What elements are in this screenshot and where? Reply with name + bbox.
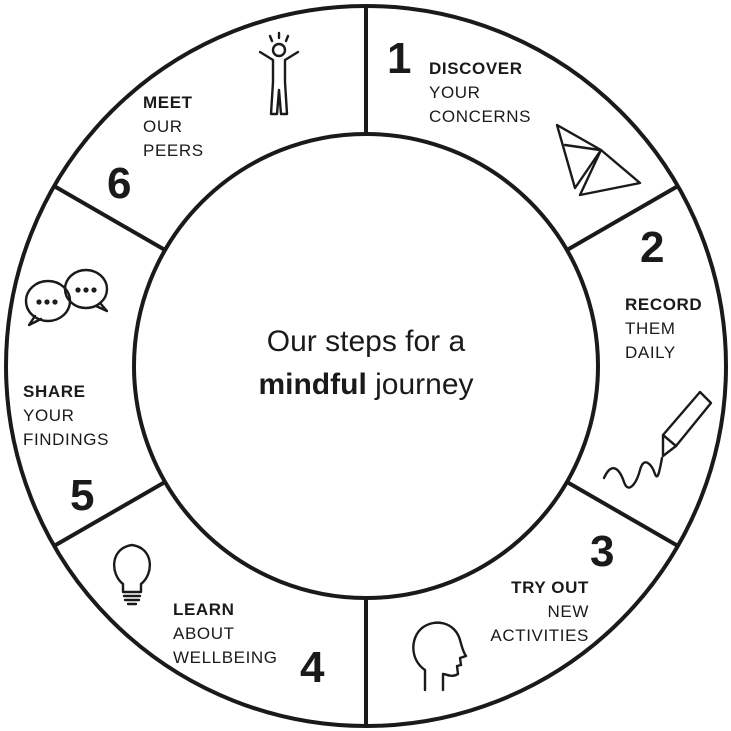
step-line2-1: YOUR (429, 83, 481, 102)
segment-divider (53, 184, 166, 252)
step-line2-5: YOUR (23, 406, 75, 425)
paper-airplane-icon (555, 123, 642, 197)
center-title: Our steps for a mindful journey (206, 320, 526, 406)
step-label-1: DISCOVER YOUR CONCERNS (429, 57, 531, 129)
segment-divider (566, 184, 679, 252)
step-number-2: 2 (640, 223, 665, 272)
pencil-icon (602, 390, 713, 489)
step-number-3: 3 (590, 527, 615, 576)
step-line2-6: OUR (143, 117, 183, 136)
step-number-4: 4 (300, 643, 325, 692)
step-line3-2: DAILY (625, 343, 676, 362)
step-line3-4: WELLBEING (173, 648, 278, 667)
step-line3-5: FINDINGS (23, 430, 110, 449)
center-title-rest: journey (375, 368, 474, 401)
step-line3-3: ACTIVITIES (490, 626, 589, 645)
step-number-6: 6 (107, 159, 132, 208)
step-line3-6: PEERS (143, 141, 204, 160)
speech-bubbles-icon (24, 268, 109, 327)
person-icon (258, 31, 300, 116)
lightbulb-icon (112, 543, 152, 606)
step-title-2: RECORD (625, 295, 703, 314)
center-title-line2: mindful journey (206, 363, 526, 406)
step-line2-2: THEM (625, 319, 676, 338)
step-label-4: LEARN ABOUT WELLBEING (173, 598, 278, 670)
step-number-5: 5 (70, 471, 95, 520)
step-label-5: SHARE YOUR FINDINGS (23, 380, 109, 452)
step-number-1: 1 (387, 34, 412, 83)
head-profile-icon (412, 621, 468, 692)
step-line3-1: CONCERNS (429, 107, 532, 126)
step-title-1: DISCOVER (429, 59, 523, 78)
step-label-3: TRY OUT NEW ACTIVITIES (490, 576, 589, 648)
center-title-emphasis: mindful (258, 368, 367, 401)
step-label-6: MEET OUR PEERS (143, 91, 204, 163)
step-title-4: LEARN (173, 600, 235, 619)
center-title-line1: Our steps for a (266, 325, 466, 358)
step-title-6: MEET (143, 93, 193, 112)
step-title-5: SHARE (23, 382, 86, 401)
step-title-3: TRY OUT (511, 578, 589, 597)
segment-divider (566, 480, 679, 548)
step-line2-3: NEW (547, 602, 589, 621)
step-line2-4: ABOUT (173, 624, 235, 643)
segment-divider (53, 480, 166, 548)
step-label-2: RECORD THEM DAILY (625, 293, 702, 365)
